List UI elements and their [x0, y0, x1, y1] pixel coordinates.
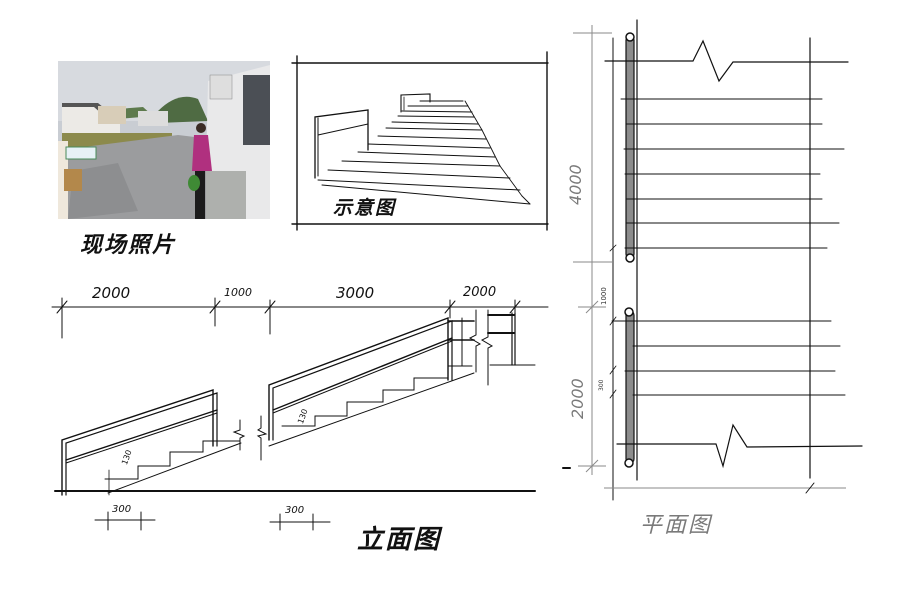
elevation-dim-3: 3000 — [336, 284, 375, 302]
elevation-dim-1: 2000 — [92, 284, 131, 302]
plan-dim-300: 300 — [598, 379, 605, 391]
tread-label-left: 300 — [112, 504, 132, 515]
perspective-caption: 示意图 — [333, 197, 397, 219]
plan-dim-1000: 1000 — [600, 287, 608, 305]
plan-dim-4000: 4000 — [566, 164, 585, 205]
site-photo — [58, 61, 270, 219]
riser-label-right: 130 — [296, 407, 310, 426]
elevation-caption: 立面图 — [357, 525, 442, 555]
elevation-dim-2: 1000 — [224, 286, 252, 299]
plan-drawing — [562, 19, 863, 501]
site-photo-illustration — [58, 61, 270, 219]
elevation-dim-4: 2000 — [463, 285, 497, 300]
photo-caption: 现场照片 — [80, 233, 177, 258]
perspective-sketch — [291, 51, 549, 231]
tread-label-right: 300 — [285, 505, 305, 516]
plan-dim-2000: 2000 — [568, 378, 587, 419]
plan-caption: 平面图 — [640, 513, 713, 538]
riser-label-left: 130 — [120, 448, 134, 467]
